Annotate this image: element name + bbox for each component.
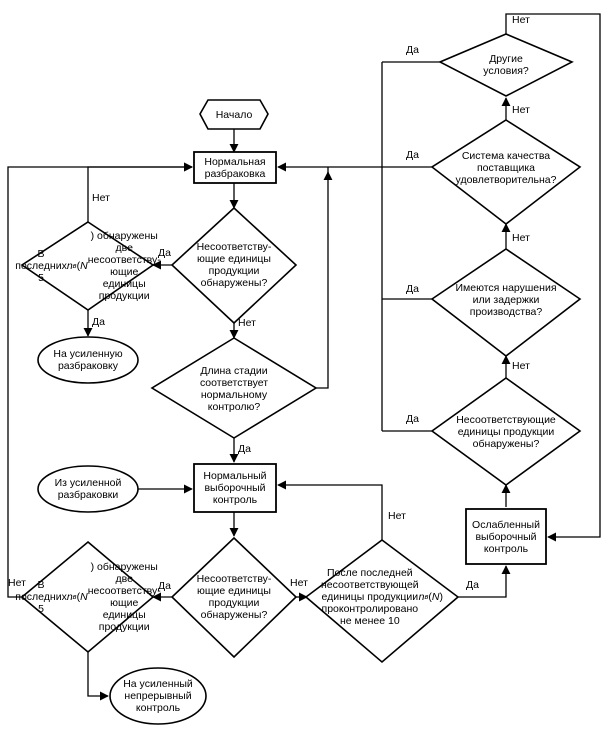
yes-label-nc2: Да: [158, 580, 171, 592]
last5-b-diamond: [20, 540, 155, 654]
no-label-violations: Нет: [512, 232, 530, 244]
yes-label-violations: Да: [406, 283, 419, 295]
quality-system-label: Система качества поставщика удовлетворит…: [455, 150, 557, 186]
other-conditions-diamond: [438, 33, 574, 97]
arrow-after-last-nc-yes: [458, 565, 511, 598]
from-strict-sort-label: Из усиленной разбраковки: [54, 477, 122, 501]
nc-found-3-diamond: [430, 377, 582, 486]
nc-found-1-diamond: [170, 206, 298, 325]
no-label-quality: Нет: [512, 104, 530, 116]
stage-length-diamond: [150, 337, 318, 439]
no-label-other: Нет: [512, 14, 530, 26]
stage-length-label: Длина стадии соответствует нормальному к…: [199, 365, 269, 413]
no-label-last5a: Нет: [92, 192, 110, 204]
other-conditions-label: Другие условия?: [483, 53, 529, 77]
last5-a-diamond: [20, 221, 155, 311]
quality-system-diamond: [430, 119, 582, 226]
to-strict-sort-oval: [37, 336, 139, 384]
reduced-sampling-label: Ослабленный выборочный контроль: [472, 518, 540, 555]
no-label-nc2: Нет: [290, 577, 308, 589]
from-strict-sort-oval: [37, 465, 139, 513]
arrow-last5b-yes: [87, 652, 109, 701]
yes-label-quality: Да: [406, 149, 419, 161]
normal-sampling-box: [193, 463, 277, 513]
no-label-after-last: Нет: [388, 510, 406, 522]
after-last-nc-diamond: [304, 539, 460, 664]
reduced-sampling-box: [465, 508, 547, 565]
yes-label-last5a: Да: [92, 316, 105, 328]
start-terminal: [199, 99, 269, 130]
yes-label-after-last: Да: [466, 579, 479, 591]
nc-found-2-diamond: [170, 536, 298, 659]
yes-label-other: Да: [406, 44, 419, 56]
no-label-nc3: Нет: [512, 360, 530, 372]
no-label-last5b: Нет: [8, 577, 26, 589]
violations-diamond: [430, 248, 582, 358]
to-strict-continuous-label: На усиленный непрерывный контроль: [123, 678, 193, 714]
to-strict-continuous-oval: [109, 667, 207, 725]
arrow-after-last-nc-no: [277, 480, 383, 540]
arrow-last5b-no: [7, 162, 193, 598]
start-label: Начало: [215, 108, 253, 121]
nc-found-3-label: Несоответствующие единицы продукции обна…: [456, 414, 556, 450]
normal-sort-label: Нормальная разбраковка: [204, 155, 266, 180]
nc-found-1-label: Несоответству- ющие единицы продукции об…: [196, 241, 272, 289]
normal-sampling-label: Нормальный выборочный контроль: [203, 470, 267, 506]
yes-label-nc3: Да: [406, 413, 419, 425]
to-strict-sort-label: На усиленную разбраковку: [53, 348, 123, 372]
arrow-stage-length-no: [316, 167, 329, 389]
yes-label-nc1: Да: [158, 247, 171, 259]
yes-label-stage: Да: [238, 443, 251, 455]
arrow-other-no: [505, 13, 601, 542]
violations-label: Имеются нарушения или задержки производс…: [455, 282, 557, 318]
no-label-nc1: Нет: [238, 317, 256, 329]
nc-found-2-label: Несоответству- ющие единицы продукции об…: [196, 573, 272, 621]
normal-sort-box: [193, 151, 277, 184]
